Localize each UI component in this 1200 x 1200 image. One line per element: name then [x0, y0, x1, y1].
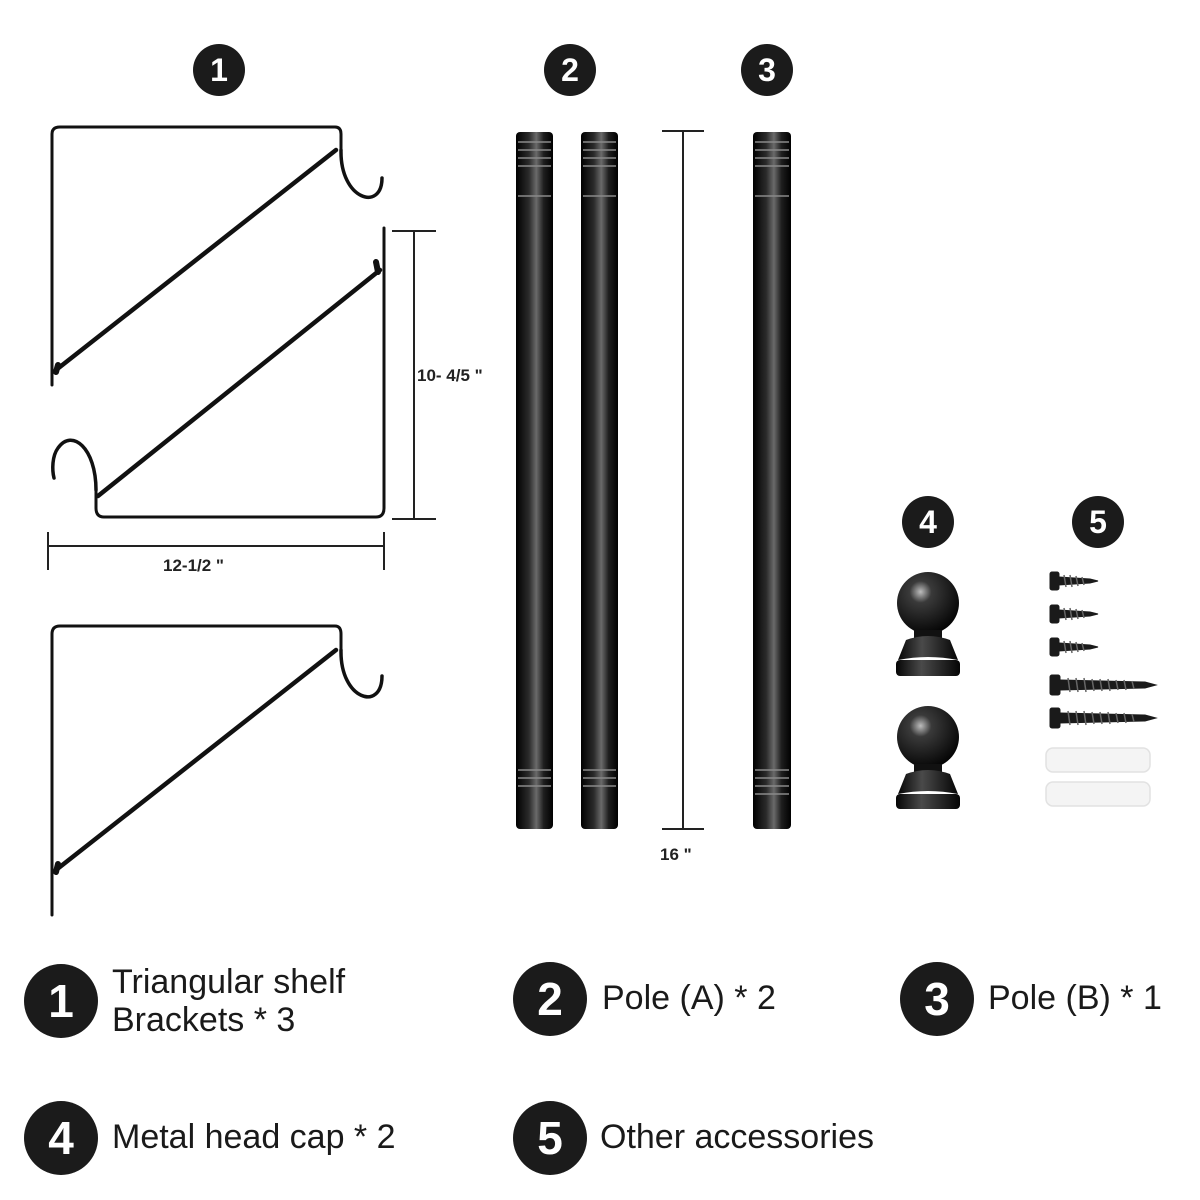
legend-label-5-line1: Other accessories — [600, 1118, 874, 1156]
part-number-badge-3: 3 — [741, 44, 793, 96]
short-screw-3 — [1049, 637, 1099, 657]
legend-label-2-line1: Pole (A) * 2 — [602, 979, 776, 1017]
shelf-bracket-top — [50, 125, 384, 387]
legend-label-3: Pole (B) * 1 — [988, 979, 1162, 1017]
part-number-badge-4: 4 — [902, 496, 954, 548]
legend-label-4: Metal head cap * 2 — [112, 1118, 396, 1156]
legend-badge-2: 2 — [513, 962, 587, 1036]
pole-length-label: 16 " — [660, 845, 692, 864]
pole-length-dimension — [662, 130, 704, 830]
bracket-height-label: 10- 4/5 " — [417, 366, 483, 385]
part-number-badge-2: 2 — [544, 44, 596, 96]
legend-label-1-line1: Triangular shelf — [112, 963, 346, 1001]
wall-anchors — [1045, 747, 1151, 807]
bracket-width-dimension — [47, 532, 385, 570]
legend-badge-5: 5 — [513, 1101, 587, 1175]
metal-head-cap-1 — [896, 572, 960, 676]
short-screw-1 — [1049, 571, 1099, 591]
part-number-badge-1: 1 — [193, 44, 245, 96]
pole-a-1 — [516, 132, 553, 829]
legend-label-3-line1: Pole (B) * 1 — [988, 979, 1162, 1017]
part-number-badge-5: 5 — [1072, 496, 1124, 548]
legend-label-1: Triangular shelf Brackets * 3 — [112, 963, 345, 1039]
long-screw-1 — [1049, 674, 1158, 696]
shelf-bracket-bottom — [50, 624, 384, 917]
legend-label-1-line2: Brackets * 3 — [112, 1001, 296, 1039]
metal-head-cap-2 — [896, 706, 960, 809]
legend-badge-3: 3 — [900, 962, 974, 1036]
legend-label-2: Pole (A) * 2 — [602, 979, 776, 1017]
screws — [1049, 571, 1158, 729]
legend-label-4-line1: Metal head cap * 2 — [112, 1118, 396, 1156]
short-screw-2 — [1049, 604, 1099, 624]
legend-badge-4: 4 — [24, 1101, 98, 1175]
legend-label-5: Other accessories — [600, 1118, 874, 1156]
bracket-width-label: 12-1/2 " — [163, 556, 224, 575]
shelf-bracket-middle — [51, 226, 386, 519]
legend-badge-1: 1 — [24, 964, 98, 1038]
long-screw-2 — [1049, 707, 1158, 729]
pole-a-2 — [581, 132, 618, 829]
pole-b — [753, 132, 791, 829]
bracket-height-dimension — [392, 230, 436, 520]
